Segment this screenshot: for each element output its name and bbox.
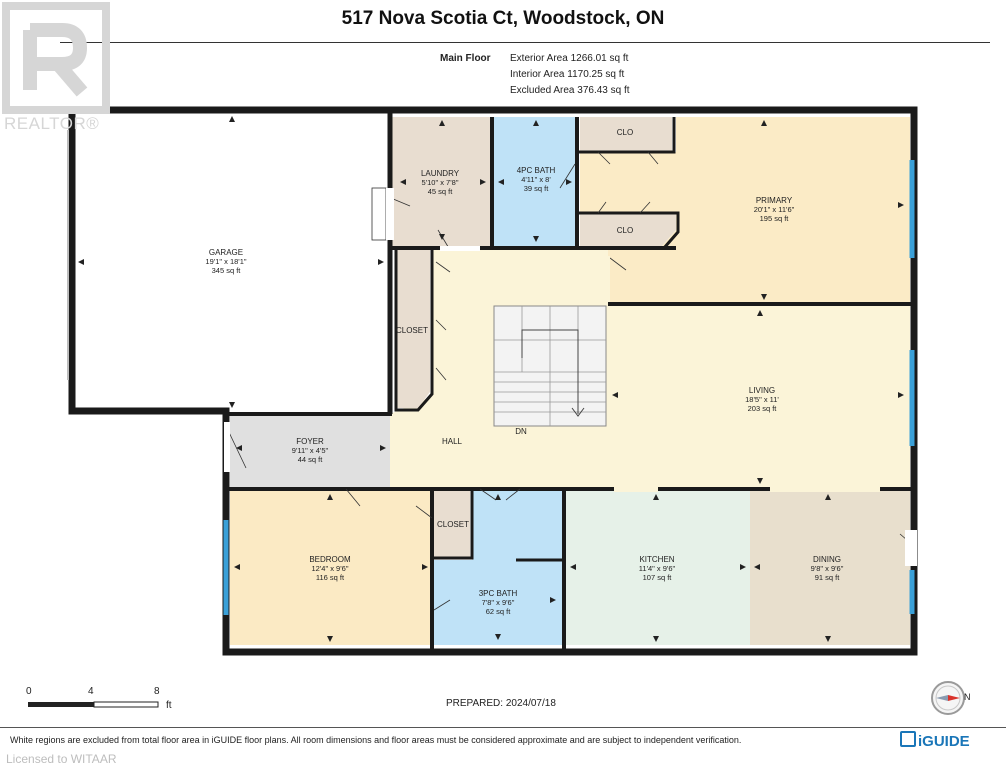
room-name: 3PC BATH xyxy=(478,589,518,598)
licensed-watermark: Licensed to WITAAR xyxy=(6,752,117,766)
dining-fill xyxy=(750,490,910,645)
footer-divider xyxy=(0,727,1006,728)
room-dims: 18'5" x 11' xyxy=(745,395,779,404)
room-area: 91 sq ft xyxy=(814,573,840,582)
room-name: BEDROOM xyxy=(309,555,351,564)
bath3-fill xyxy=(434,490,562,645)
room-name: LIVING xyxy=(748,386,776,395)
scale-tick-8: 8 xyxy=(154,686,160,697)
room-name: LAUNDRY xyxy=(420,169,460,178)
room-name: CLOSET xyxy=(395,326,428,335)
floor-label: Main Floor xyxy=(440,53,491,64)
room-area: 203 sq ft xyxy=(747,404,777,413)
room-name: CLOSET xyxy=(436,520,469,529)
room-name: CLO xyxy=(616,226,634,235)
room-dining: DINING 9'8" x 9'6" 91 sq ft xyxy=(787,555,867,582)
room-hall: HALL xyxy=(432,437,472,446)
stairs-down-label: DN xyxy=(506,427,536,436)
room-name: CLO xyxy=(616,128,634,137)
room-area: 44 sq ft xyxy=(297,455,323,464)
room-area: 62 sq ft xyxy=(485,607,511,616)
closet-left-fill xyxy=(396,250,430,408)
prepared-date: PREPARED: 2024/07/18 xyxy=(446,698,556,709)
scale-tick-4: 4 xyxy=(88,686,94,697)
exterior-area: Exterior Area 1266.01 sq ft xyxy=(510,53,629,64)
room-clo-top: CLO xyxy=(600,128,650,137)
disclaimer: White regions are excluded from total fl… xyxy=(10,735,742,745)
room-dims: 9'8" x 9'6" xyxy=(810,564,844,573)
clo-bottom-fill xyxy=(580,213,676,246)
closet-mid-fill xyxy=(434,490,470,558)
hall-strip-fill xyxy=(580,152,676,213)
room-dims: 12'4" x 9'6" xyxy=(311,564,349,573)
room-living: LIVING 18'5" x 11' 203 sq ft xyxy=(712,386,812,413)
interior-area: Interior Area 1170.25 sq ft xyxy=(510,69,625,80)
room-kitchen: KITCHEN 11'4" x 9'6" 107 sq ft xyxy=(617,555,697,582)
bedroom-fill xyxy=(230,490,432,645)
room-foyer: FOYER 9'11" x 4'5" 44 sq ft xyxy=(270,437,350,464)
title-divider xyxy=(60,42,990,43)
kitchen-fill xyxy=(566,490,750,645)
laundry-fill xyxy=(392,117,492,246)
room-dims: 11'4" x 9'6" xyxy=(638,564,676,573)
realtor-watermark: REALTOR® xyxy=(4,114,100,133)
room-area: 345 sq ft xyxy=(211,266,241,275)
room-area: 39 sq ft xyxy=(523,184,549,193)
room-name: GARAGE xyxy=(208,248,244,257)
scale-unit: ft xyxy=(166,700,172,711)
room-dims: 9'11" x 4'5" xyxy=(291,446,329,455)
compass-north-label: N xyxy=(964,692,971,702)
room-name: PRIMARY xyxy=(755,196,793,205)
room-garage: GARAGE 19'1" x 18'1" 345 sq ft xyxy=(176,248,276,275)
room-area: 116 sq ft xyxy=(315,573,345,582)
iguide-logo: iGUIDE xyxy=(900,731,970,750)
compass-icon xyxy=(931,681,965,715)
room-name: FOYER xyxy=(296,437,324,446)
room-closet-left: CLOSET xyxy=(392,326,432,335)
room-bedroom: BEDROOM 12'4" x 9'6" 116 sq ft xyxy=(280,555,380,582)
room-laundry: LAUNDRY 5'10" x 7'8" 45 sq ft xyxy=(400,169,480,196)
room-4pc-bath: 4PC BATH 4'11" x 8' 39 sq ft xyxy=(496,166,576,193)
bath4-fill xyxy=(494,117,576,246)
page-title: 517 Nova Scotia Ct, Woodstock, ON xyxy=(341,8,665,29)
room-dims: 5'10" x 7'8" xyxy=(421,178,459,187)
excluded-area: Excluded Area 376.43 sq ft xyxy=(510,85,630,96)
room-dims: 20'1" x 11'6" xyxy=(753,205,795,214)
iguide-mark-icon xyxy=(900,731,916,747)
foyer-fill xyxy=(230,416,390,488)
iguide-brand-text: iGUIDE xyxy=(918,733,970,750)
room-dims: 4'11" x 8' xyxy=(521,175,551,184)
room-dims: 7'8" x 9'6" xyxy=(481,598,515,607)
room-area: 107 sq ft xyxy=(642,573,672,582)
realtor-logo-icon xyxy=(2,2,110,114)
clo-top-fill xyxy=(580,117,672,152)
room-name: DINING xyxy=(813,555,841,564)
room-name: HALL xyxy=(441,437,462,446)
room-clo-bottom: CLO xyxy=(600,226,650,235)
primary-fill xyxy=(608,117,910,302)
scale-bar-graphic xyxy=(28,701,159,708)
room-name: 4PC BATH xyxy=(516,166,556,175)
room-name: DN xyxy=(515,427,527,436)
room-area: 45 sq ft xyxy=(427,187,453,196)
room-closet-mid: CLOSET xyxy=(434,520,472,529)
room-3pc-bath: 3PC BATH 7'8" x 9'6" 62 sq ft xyxy=(458,589,538,616)
scale-tick-0: 0 xyxy=(26,686,32,697)
room-area: 195 sq ft xyxy=(759,214,789,223)
room-name: KITCHEN xyxy=(639,555,675,564)
garage-fill xyxy=(72,113,388,411)
room-primary: PRIMARY 20'1" x 11'6" 195 sq ft xyxy=(724,196,824,223)
room-dims: 19'1" x 18'1" xyxy=(205,257,247,266)
